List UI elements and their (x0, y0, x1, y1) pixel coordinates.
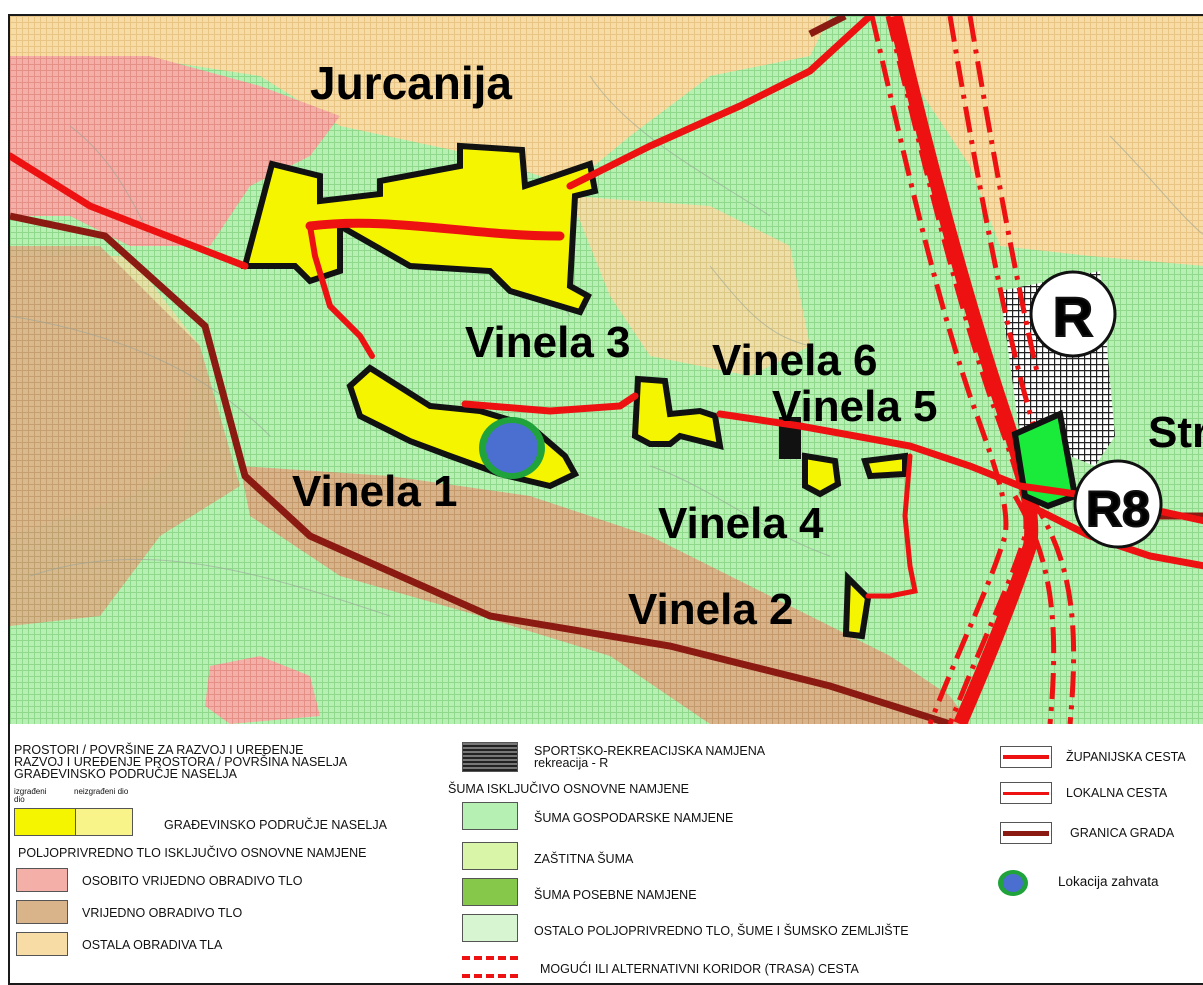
swatch-unbuilt (75, 808, 133, 836)
legend-building-area: GRAĐEVINSKO PODRUČJE NASELJA (164, 818, 387, 832)
map-legend: PROSTORI / POVRŠINE ZA RAZVOJ I UREĐENJE… (10, 738, 1203, 983)
swatch-forest-protective (462, 842, 518, 870)
place-label-vinela6: Vinela 6 (712, 336, 878, 385)
swatch-built (14, 808, 76, 836)
legend-city-border: GRANICA GRADA (1070, 826, 1175, 840)
agri-area-mid (570, 196, 810, 376)
local-road-jurcanija (305, 218, 565, 241)
legend-built-label: izgrađeni dio (14, 787, 47, 804)
legend-county-road: ŽUPANIJSKA CESTA (1066, 750, 1186, 764)
map-frame: R R8 Jurcanija Vinela 3 Vinela 6 Vinela … (8, 14, 1203, 985)
agri-brown-west (10, 246, 240, 626)
swatch-local-road (1000, 782, 1052, 804)
agri-valuable-red (10, 56, 340, 246)
agri-area-northeast (890, 16, 1203, 266)
legend-forest3: ŠUMA POSEBNE NAMJENE (534, 888, 697, 902)
legend-agri3: OSTALA OBRADIVA TLA (82, 938, 223, 952)
legend-location: Lokacija zahvata (1058, 874, 1159, 889)
place-label-vinela3: Vinela 3 (465, 318, 631, 367)
legend-header-line1: PROSTORI / POVRŠINE ZA RAZVOJ I UREĐENJE (14, 743, 304, 757)
county-road-north (10, 152, 249, 270)
legend-unbuilt-label: neizgrađeni dio (74, 787, 129, 796)
swatch-city-border (1000, 822, 1052, 844)
swatch-recreation (462, 742, 518, 772)
building-zone-vinela4b (860, 452, 908, 480)
swatch-location-ring (998, 870, 1028, 896)
swatch-other-land (462, 914, 518, 942)
legend-forest2: ZAŠTITNA ŠUMA (534, 852, 634, 866)
map-canvas: R R8 Jurcanija Vinela 3 Vinela 6 Vinela … (10, 16, 1203, 724)
local-road-branch (865, 453, 918, 599)
agri-valuable-red-south (205, 656, 320, 724)
swatch-corridor (462, 956, 518, 978)
recreation-symbol-r: R (1029, 270, 1117, 358)
legend-sport-line2: rekreacija - R (534, 756, 609, 770)
place-label-vinela2: Vinela 2 (628, 585, 794, 634)
legend-agri1: OSOBITO VRIJEDNO OBRADIVO TLO (82, 874, 303, 888)
recreation-symbol-r8: R8 (1073, 459, 1163, 549)
legend-agri2: VRIJEDNO OBRADIVO TLO (82, 906, 243, 920)
place-label-vinela5: Vinela 5 (772, 382, 938, 431)
place-label-vinela1: Vinela 1 (292, 467, 458, 516)
legend-other: OSTALO POLJOPRIVREDNO TLO, ŠUME I ŠUMSKO… (534, 924, 909, 938)
swatch-forest-economic (462, 802, 518, 830)
building-zone-vinela6 (779, 417, 801, 459)
legend-header-line2: RAZVOJ I UREĐENJE PROSTORA / POVRŠINA NA… (14, 755, 348, 769)
legend-header-line3: GRAĐEVINSKO PODRUČJE NASELJA (14, 767, 237, 781)
legend-forest1: ŠUMA GOSPODARSKE NAMJENE (534, 811, 734, 825)
local-road-to-vinela (307, 223, 375, 359)
swatch-forest-special (462, 878, 518, 906)
zone-label-r8: R8 (1086, 481, 1150, 537)
legend-agri-header: POLJOPRIVREDNO TLO ISKLJUČIVO OSNOVNE NA… (18, 846, 367, 860)
agri-area-north (10, 16, 830, 186)
place-label-vinela4: Vinela 4 (658, 499, 824, 548)
legend-local-road: LOKALNA CESTA (1066, 786, 1168, 800)
building-zone-vinela3 (631, 375, 724, 451)
agri-brown-south (240, 466, 970, 724)
swatch-agri-brown (16, 900, 68, 924)
place-label-jurcanija: Jurcanija (310, 57, 512, 109)
swatch-agri-yellow (16, 932, 68, 956)
place-label-stre: Stre (1148, 408, 1203, 457)
swatch-location-core (1003, 874, 1023, 892)
county-road-northeast (566, 16, 874, 190)
swatch-county-road (1000, 746, 1052, 768)
building-zone-vinela2 (842, 571, 872, 640)
zone-label-r: R (1053, 285, 1093, 348)
project-location-marker (479, 417, 545, 479)
legend-corridor: MOGUĆI ILI ALTERNATIVNI KORIDOR (TRASA) … (540, 962, 859, 976)
legend-forest-header: ŠUMA ISKLJUČIVO OSNOVNE NAMJENE (448, 782, 690, 796)
legend-sport-line1: SPORTSKO-REKREACIJSKA NAMJENA (534, 744, 766, 758)
swatch-agri-red (16, 868, 68, 892)
building-zone-vinela4a (802, 452, 842, 498)
